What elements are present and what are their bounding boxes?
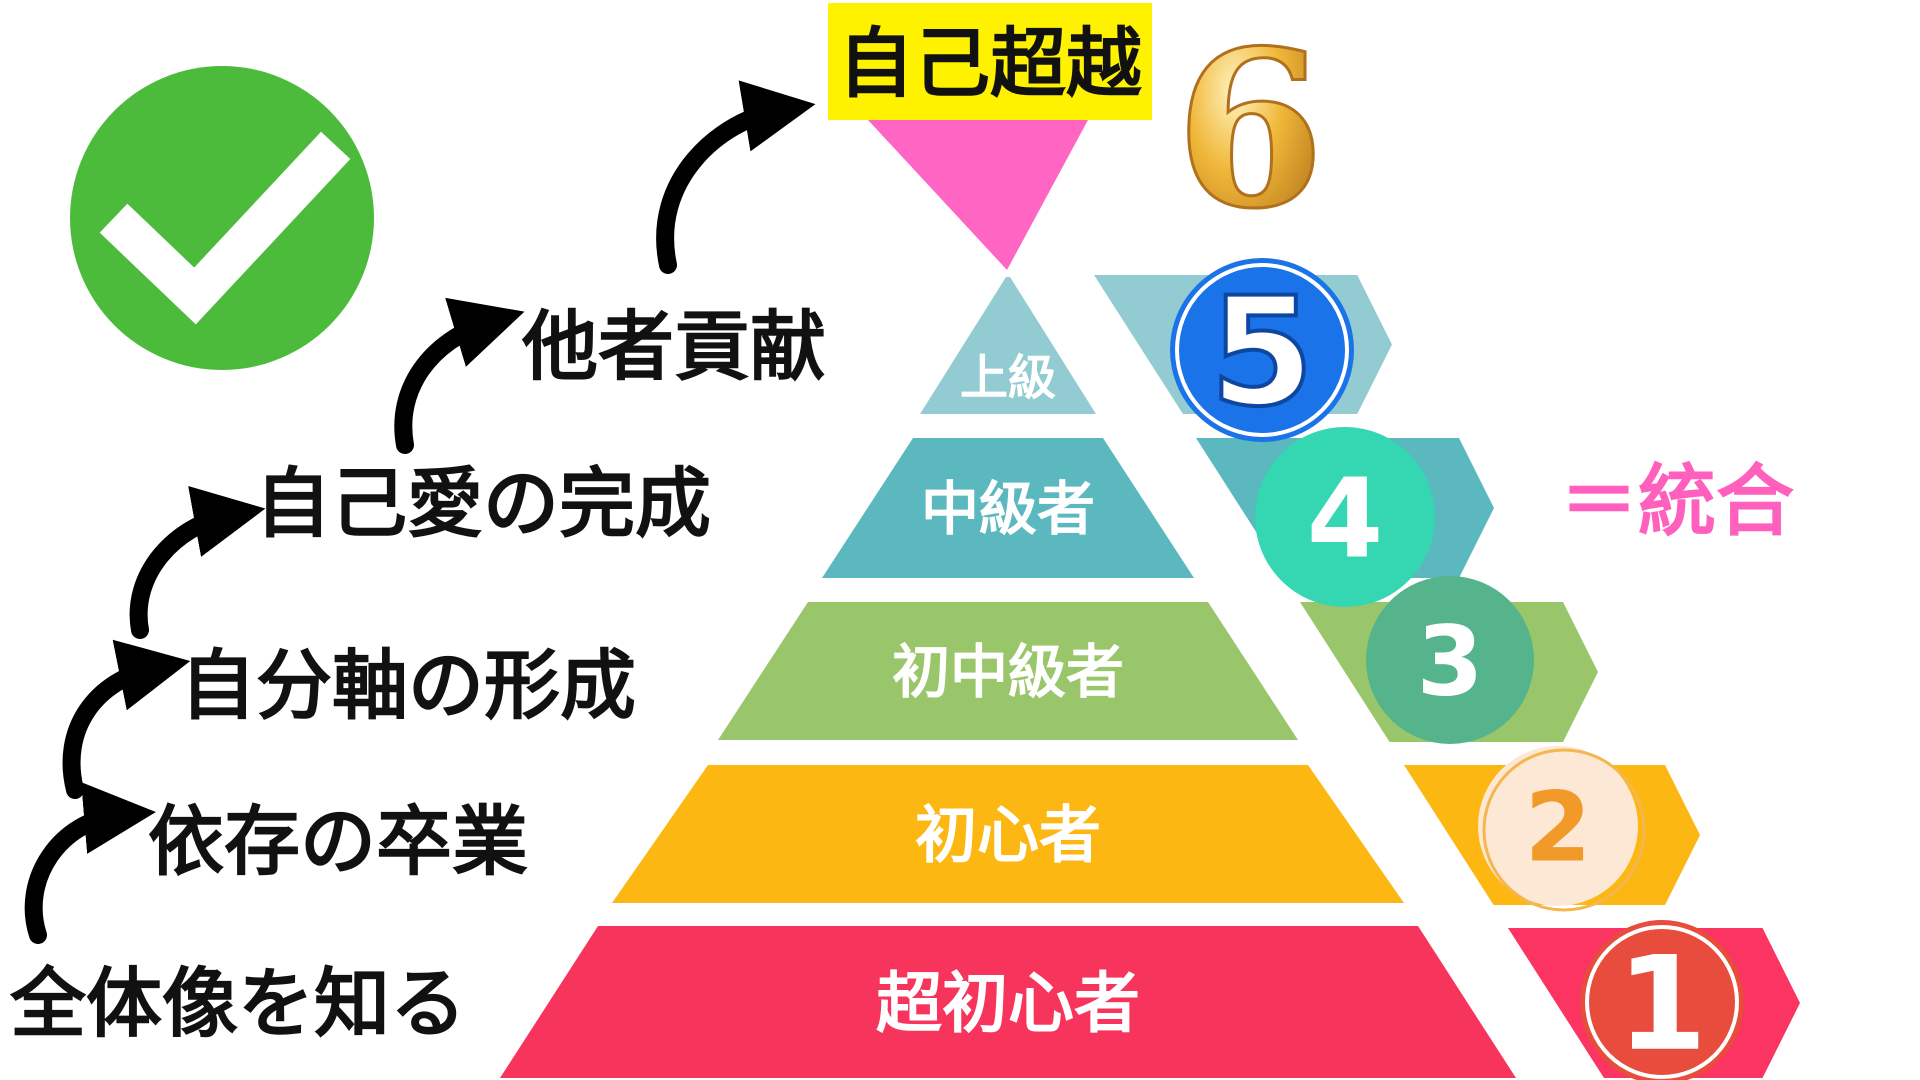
pyramid-tier-2 (612, 765, 1404, 903)
check-icon (70, 66, 374, 370)
inverted-triangle (868, 120, 1088, 270)
level-badge-ring-2 (1482, 748, 1646, 912)
curved-arrow-icon (129, 486, 266, 639)
level-badge-circle-4 (1255, 427, 1435, 607)
level-badge-5: 5 (1170, 258, 1354, 442)
step-label-3: 自分軸の形成 (180, 641, 636, 730)
level-badge-number-5: 5 (1210, 266, 1314, 440)
curved-arrows (24, 80, 816, 944)
level-badge-number-1: 1 (1617, 928, 1707, 1080)
level-badge-number-4: 4 (1307, 455, 1384, 583)
pyramid-tier-5 (920, 277, 1096, 414)
gold-number-six: 6 (1174, 2, 1327, 258)
level-badge-1: 1 (1580, 920, 1744, 1080)
level-badge-circle-5 (1170, 258, 1354, 442)
level-badge-4: 4 (1255, 427, 1435, 607)
step-label-2: 依存の卒業 (148, 797, 528, 886)
curved-arrow-icon (62, 639, 191, 799)
level-badge-number-3: 3 (1417, 606, 1484, 718)
curved-arrow-icon (394, 297, 525, 454)
pyramid-tier-label-5: 上級 (960, 350, 1056, 406)
curved-arrow-icon (656, 80, 816, 274)
top-title: 自己超越 (828, 3, 1152, 120)
top-title-text: 自己超越 (838, 19, 1143, 108)
pyramid-tier-1 (500, 926, 1516, 1078)
level-badge-ring-5 (1175, 263, 1349, 437)
top-title-highlight (828, 3, 1152, 120)
level-badge-circle-1 (1580, 920, 1744, 1080)
level-badge-3: 3 (1366, 576, 1534, 744)
pyramid-tier-3 (718, 602, 1298, 740)
step-labels: 全体像を知る 依存の卒業 自分軸の形成 自己愛の完成 他者貢献 (9, 302, 826, 1048)
pyramid-tier-label-3: 初中級者 (892, 638, 1124, 706)
level-badge-circle-2 (1478, 746, 1638, 906)
pyramid-tier-label-2: 初心者 (915, 798, 1101, 871)
curved-arrow-icon (24, 782, 156, 944)
integration-label: ＝統合 (1560, 457, 1794, 547)
step-label-5: 他者貢献 (521, 302, 826, 391)
level-badge-ring-1 (1585, 925, 1739, 1079)
pyramid-tier-4 (822, 438, 1194, 578)
pyramid-tier-label-1: 超初心者 (876, 965, 1140, 1042)
pyramid-tier-label-4: 中級者 (921, 475, 1095, 543)
level-badge-number-2: 2 (1525, 772, 1592, 884)
pyramid: 超初心者 初心者 初中級者 中級者 上級 (500, 277, 1516, 1078)
level-badge-2: 2 (1478, 746, 1646, 912)
level-badge-circle-3 (1366, 576, 1534, 744)
step-label-4: 自己愛の完成 (255, 459, 711, 548)
step-label-1: 全体像を知る (9, 959, 466, 1048)
gold-six-text: 6 (1175, 3, 1325, 256)
